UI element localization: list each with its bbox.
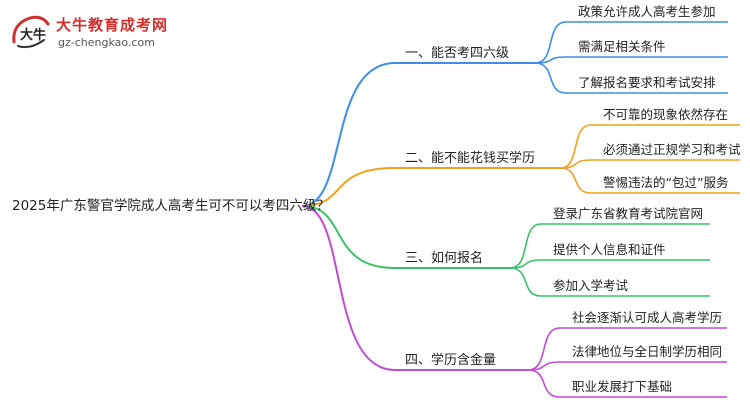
child-link (527, 327, 561, 371)
child-link (527, 369, 561, 398)
child-label: 警惕违法的“包过”服务 (603, 175, 728, 190)
branch-label: 三、如何报名 (405, 250, 483, 266)
child-label: 必须通过正规学习和考试 (603, 142, 741, 157)
branch-label: 二、能不能花钱买学历 (405, 150, 535, 166)
branch-link (301, 167, 396, 207)
logo-url: gz-chengkao.com (58, 36, 155, 49)
child-label: 不可靠的现象依然存在 (603, 107, 728, 122)
child-link (559, 167, 592, 194)
branch-link (301, 62, 396, 207)
branch-label: 四、学历含金量 (405, 352, 496, 368)
logo-mark-text: 大牛 (20, 27, 46, 43)
logo-mark-icon: 大牛 (12, 15, 50, 49)
child-label: 了解报名要求和考试安排 (578, 75, 716, 90)
child-label: 提供个人信息和证件 (553, 242, 666, 257)
child-link (534, 21, 567, 64)
child-label: 社会逐渐认可成人高考学历 (572, 310, 722, 325)
child-label: 法律地位与全日制学历相同 (572, 344, 722, 359)
mind-map-nodes: 一、能否考四六级 政策允许成人高考生参加需满足相关条件了解报名要求和考试安排二、能… (405, 4, 741, 394)
child-link (509, 267, 542, 297)
branch-link (301, 205, 396, 371)
child-label: 参加入学考试 (553, 278, 629, 293)
child-label: 职业发展打下基础 (572, 379, 672, 394)
child-label: 登录广东省教育考试院官网 (553, 206, 703, 221)
child-link (509, 223, 542, 269)
mind-map-links (301, 21, 740, 398)
child-link (534, 56, 567, 64)
brand-logo: 大牛 大牛教育成考网 gz-chengkao.com (8, 12, 198, 52)
logo-title: 大牛教育成考网 (56, 16, 169, 34)
child-label: 需满足相关条件 (578, 39, 666, 54)
branch-label: 一、能否考四六级 (405, 46, 509, 61)
child-link (559, 124, 592, 169)
branch-link (301, 205, 396, 269)
child-label: 政策允许成人高考生参加 (578, 4, 716, 19)
child-link (534, 62, 567, 94)
root-topic: 2025年广东警官学院成人高考生可不可以考四六级？ (12, 197, 330, 214)
